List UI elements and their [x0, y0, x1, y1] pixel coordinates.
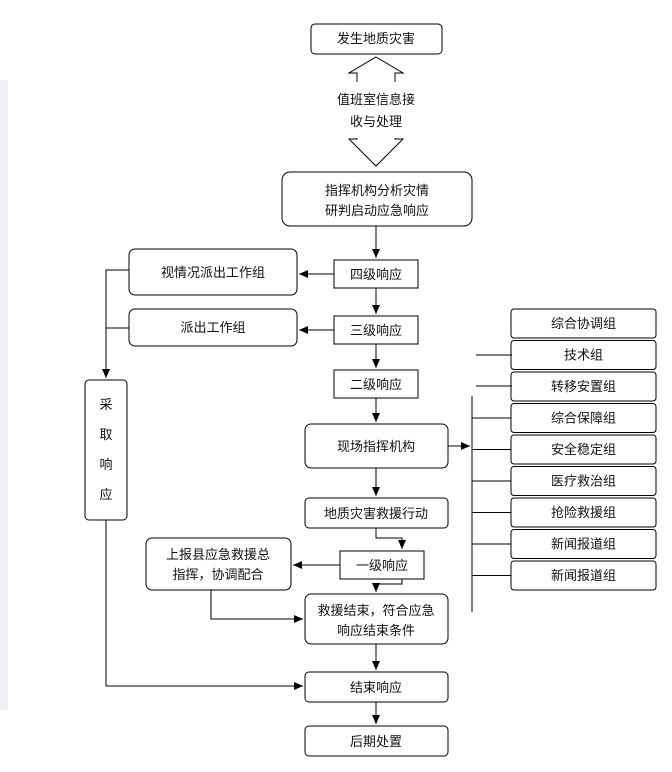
report-county-box: 上报县应急救援总 指挥，协调配合: [145, 537, 292, 591]
connectors: [102, 226, 512, 724]
duty-room-box: 值班室信息接 收与处理: [337, 92, 415, 130]
level4-label: 四级响应: [350, 267, 402, 283]
command-analysis-label-2: 研判启动应急响应: [325, 203, 429, 219]
level2-box: 二级响应: [333, 369, 419, 399]
group-label: 新闻报道组: [551, 537, 616, 553]
group-box: 转移安置组: [510, 371, 657, 402]
group-box: 安全稳定组: [510, 434, 657, 465]
end-response-label: 结束响应: [350, 680, 402, 696]
aftermath-label: 后期处置: [350, 735, 402, 750]
rescue-action-label: 地质灾害救援行动: [324, 506, 428, 522]
take-response-char-4: 应: [99, 487, 112, 503]
report-county-label-1: 上报县应急救援总: [166, 547, 270, 563]
group-label: 新闻报道组: [551, 568, 616, 584]
rescue-action-box: 地质灾害救援行动: [304, 497, 449, 529]
group-label: 医疗救治组: [551, 474, 616, 490]
group-label: 抢险救援组: [551, 505, 616, 521]
working-groups-list: 综合协调组技术组转移安置组综合保障组安全稳定组医疗救治组抢险救援组新闻报道组新闻…: [472, 308, 657, 591]
level2-label: 二级响应: [350, 377, 402, 393]
start-box: 发生地质灾害: [310, 23, 443, 55]
dispatch-team-box: 派出工作组: [128, 308, 298, 347]
level3-label: 三级响应: [350, 323, 402, 339]
start-label: 发生地质灾害: [337, 31, 415, 47]
command-analysis-box: 指挥机构分析灾情 研判启动应急响应: [281, 171, 473, 227]
dispatch-team-label: 派出工作组: [180, 321, 245, 336]
rescue-end-label-2: 响应结束条件: [337, 623, 415, 639]
take-response-char-2: 取: [99, 428, 112, 443]
group-label: 转移安置组: [551, 380, 616, 395]
group-box: 抢险救援组: [510, 497, 657, 528]
left-margin-bar: [0, 80, 8, 710]
aftermath-box: 后期处置: [304, 725, 449, 757]
end-response-box: 结束响应: [304, 671, 449, 703]
group-box: 综合保障组: [510, 403, 657, 433]
take-response-box: 采 取 响 应: [84, 379, 128, 521]
report-county-label-2: 指挥，协调配合: [172, 568, 263, 583]
field-command-box: 现场指挥机构: [304, 423, 449, 469]
level3-box: 三级响应: [333, 315, 419, 345]
level1-box: 一级响应: [339, 550, 425, 580]
group-label: 综合协调组: [551, 317, 616, 332]
rescue-end-label-1: 救援结束，符合应急: [317, 603, 434, 619]
take-response-char-1: 采: [99, 398, 112, 413]
group-label: 综合保障组: [551, 412, 616, 427]
group-label: 安全稳定组: [551, 442, 616, 458]
group-label: 技术组: [564, 349, 603, 364]
group-box: 综合协调组: [510, 308, 657, 339]
duty-room-label-2: 收与处理: [350, 115, 402, 130]
field-command-label: 现场指挥机构: [337, 440, 415, 455]
take-response-char-3: 响: [99, 457, 112, 473]
level1-label: 一级响应: [356, 558, 408, 574]
group-box: 医疗救治组: [510, 466, 657, 496]
dispatch-by-situation-label: 视情况派出工作组: [161, 266, 265, 281]
dispatch-by-situation-box: 视情况派出工作组: [128, 248, 298, 296]
command-analysis-label-1: 指挥机构分析灾情: [325, 183, 429, 199]
rescue-end-box: 救援结束，符合应急 响应结束条件: [304, 593, 449, 645]
group-box: 新闻报道组: [510, 560, 657, 591]
level4-box: 四级响应: [333, 259, 419, 289]
group-box: 技术组: [510, 340, 657, 370]
duty-room-label-1: 值班室信息接: [337, 92, 415, 108]
group-box: 新闻报道组: [510, 529, 657, 559]
